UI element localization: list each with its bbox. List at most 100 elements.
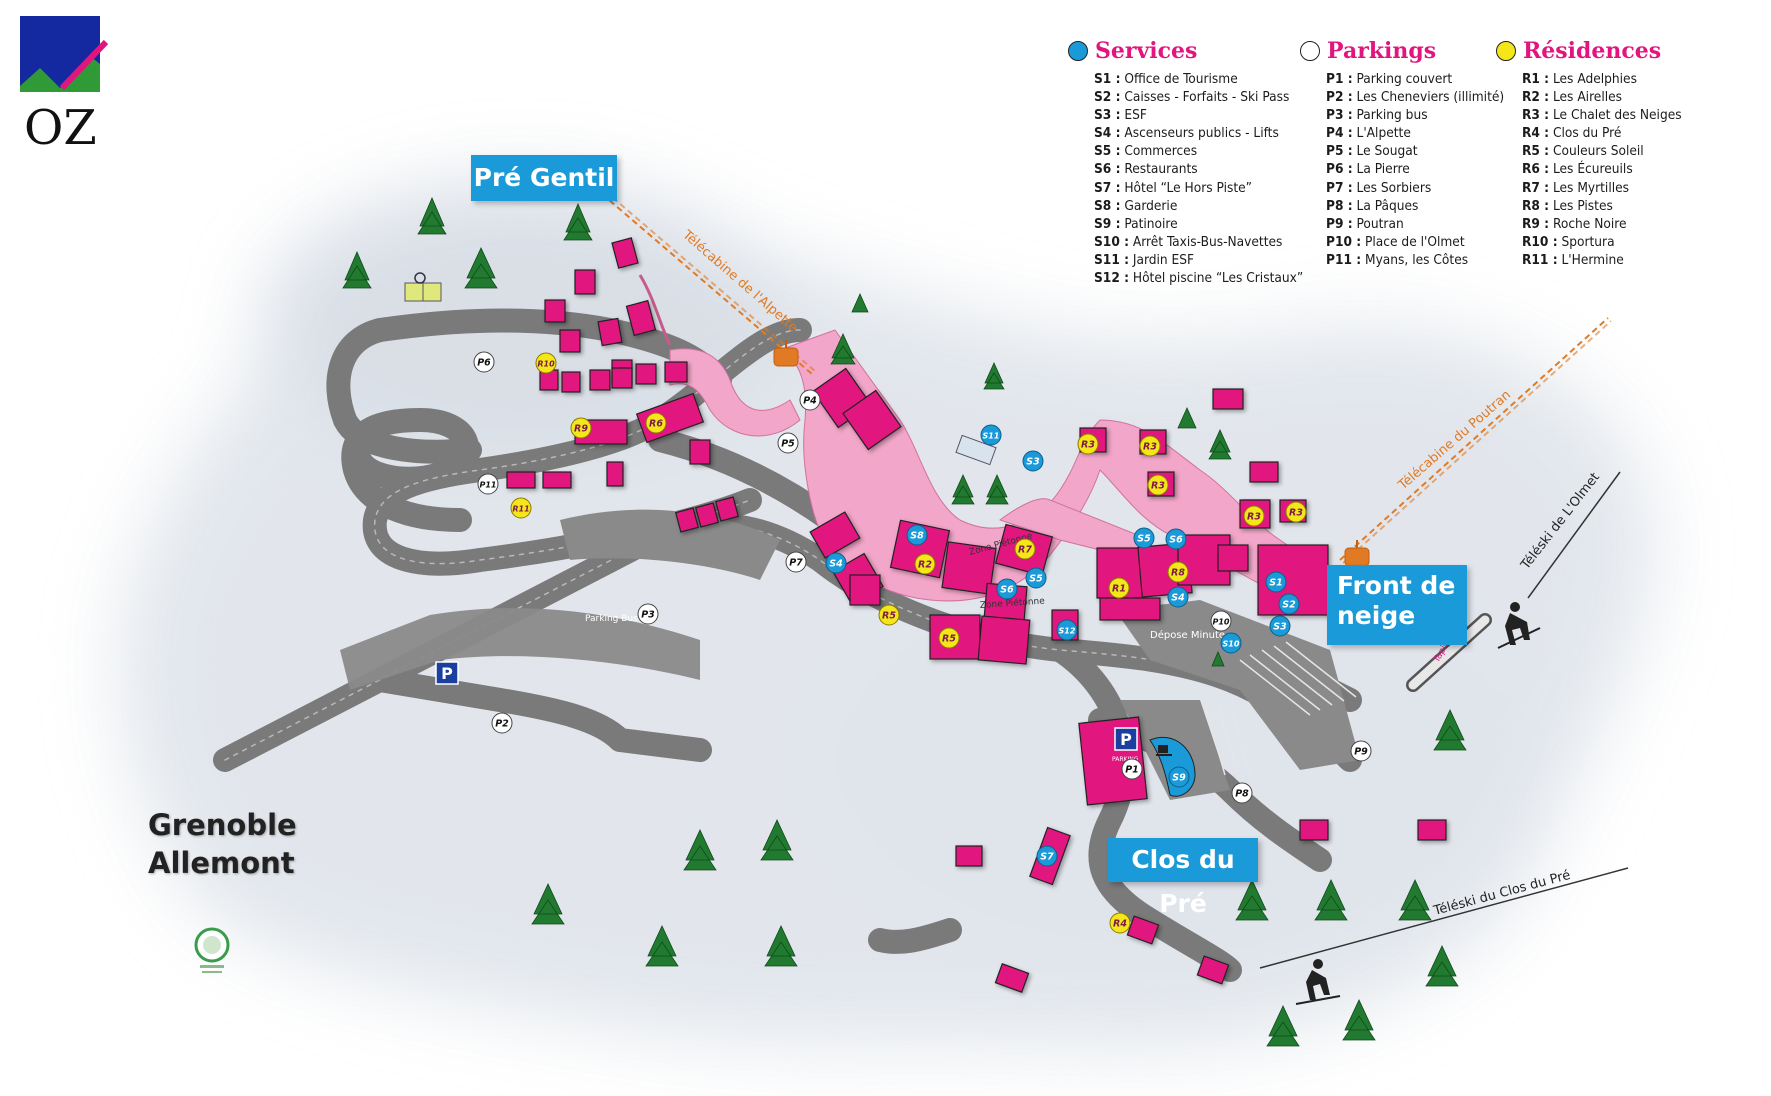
service-marker-s5b[interactable]: S5 xyxy=(1025,567,1047,589)
parking-marker-circle xyxy=(1210,610,1232,632)
legend-code: R3 : xyxy=(1522,107,1550,124)
city-line2: Allemont xyxy=(148,846,295,880)
residence-marker-r1[interactable]: R1 xyxy=(1108,577,1130,599)
legend-label: Poutran xyxy=(1352,215,1404,232)
residence-marker-circle xyxy=(1077,433,1099,455)
service-marker-s1[interactable]: S1 xyxy=(1265,571,1287,593)
service-marker-s8[interactable]: S8 xyxy=(906,524,928,546)
parking-p1-symbol: P xyxy=(1120,730,1132,749)
parking-marker-p11[interactable]: P11 xyxy=(477,473,499,495)
legend-label: Arrêt Taxis-Bus-Navettes xyxy=(1128,233,1283,250)
residence-marker-r11[interactable]: R11 xyxy=(510,497,532,519)
legend-item: S3 : ESF xyxy=(1094,106,1303,124)
residence-marker-r3a[interactable]: R3 xyxy=(1077,433,1099,455)
service-marker-s4b[interactable]: S4 xyxy=(1167,586,1189,608)
service-marker-s5a[interactable]: S5 xyxy=(1133,527,1155,549)
legend-code: S11 : xyxy=(1094,251,1129,268)
legend-item: P1 : Parking couvert xyxy=(1326,70,1504,88)
parking-marker-circle xyxy=(799,389,821,411)
residence-marker-label: R3 xyxy=(1143,442,1157,453)
legend-label: Parking couvert xyxy=(1352,71,1453,87)
service-marker-s4a[interactable]: S4 xyxy=(825,552,847,574)
service-marker-s6b[interactable]: S6 xyxy=(996,578,1018,600)
legend-item: R1 : Les Adelphies xyxy=(1522,70,1682,88)
area-sign-front-de-neige: Front de neige xyxy=(1327,565,1467,645)
parking-marker-p2[interactable]: P2 xyxy=(491,712,513,734)
parking-marker-label: P9 xyxy=(1354,747,1368,758)
area-name: neige xyxy=(1337,601,1416,630)
service-marker-s10[interactable]: S10 xyxy=(1220,632,1242,654)
legend-code: P3 : xyxy=(1326,107,1353,124)
residence-marker-circle xyxy=(510,497,532,519)
legend-item: P2 : Les Cheneviers (illimité) xyxy=(1326,88,1504,106)
legend-item: S2 : Caisses - Forfaits - Ski Pass xyxy=(1094,88,1303,106)
legend-code: S8 : xyxy=(1094,197,1121,214)
parking-marker-circle xyxy=(491,712,513,734)
legend-code: S2 : xyxy=(1094,89,1121,106)
residence-marker-r5b[interactable]: R5 xyxy=(938,627,960,649)
parking-marker-p4[interactable]: P4 xyxy=(799,389,821,411)
legend-label: Les Airelles xyxy=(1549,89,1623,106)
service-marker-s3a[interactable]: S3 xyxy=(1022,450,1044,472)
residence-marker-r3d[interactable]: R3 xyxy=(1243,505,1265,527)
residence-marker-label: R4 xyxy=(1113,919,1127,930)
service-marker-s12[interactable]: S12 xyxy=(1056,619,1078,641)
service-marker-circle xyxy=(1036,845,1058,867)
legend-item: P5 : Le Sougat xyxy=(1326,142,1504,160)
parking-bus-label: Parking Bus xyxy=(585,614,638,624)
legend-label: La Pierre xyxy=(1352,161,1410,178)
parking-marker-p6[interactable]: P6 xyxy=(473,351,495,373)
residence-marker-r3c[interactable]: R3 xyxy=(1147,474,1169,496)
residence-marker-r10[interactable]: R10 xyxy=(535,352,557,374)
legend-title: Résidences xyxy=(1523,38,1662,64)
legend-label: Le Sougat xyxy=(1352,143,1418,160)
service-marker-circle xyxy=(1167,586,1189,608)
parking-marker-p10[interactable]: P10 xyxy=(1210,610,1232,632)
parking-marker-label: P7 xyxy=(789,558,803,569)
service-marker-circle xyxy=(1165,528,1187,550)
service-marker-s9[interactable]: S9 xyxy=(1168,766,1190,788)
legend-code: R2 : xyxy=(1522,89,1550,106)
residence-marker-r2[interactable]: R2 xyxy=(914,553,936,575)
service-marker-s6a[interactable]: S6 xyxy=(1165,528,1187,550)
parking-marker-p5[interactable]: P5 xyxy=(777,432,799,454)
legend-header: Services xyxy=(1068,36,1303,66)
service-marker-s11[interactable]: S11 xyxy=(980,424,1002,446)
residence-marker-r4[interactable]: R4 xyxy=(1109,912,1131,934)
parking-marker-p7[interactable]: P7 xyxy=(785,551,807,573)
residence-marker-r3b[interactable]: R3 xyxy=(1139,435,1161,457)
residence-marker-r3e[interactable]: R3 xyxy=(1285,501,1307,523)
legend-code: R10 : xyxy=(1522,233,1558,250)
residence-marker-r5a[interactable]: R5 xyxy=(878,604,900,626)
legend-label: Parking bus xyxy=(1352,107,1428,124)
legend-label: Commerces xyxy=(1120,143,1198,160)
legend-code: R9 : xyxy=(1522,215,1550,232)
service-marker-s2[interactable]: S2 xyxy=(1278,593,1300,615)
parking-marker-p9[interactable]: P9 xyxy=(1350,740,1372,762)
residence-marker-label: R1 xyxy=(1112,584,1126,595)
service-marker-s7[interactable]: S7 xyxy=(1036,845,1058,867)
legend-item: P4 : L'Alpette xyxy=(1326,124,1504,142)
residence-marker-r9[interactable]: R9 xyxy=(570,417,592,439)
residence-marker-r7[interactable]: R7 xyxy=(1014,538,1036,560)
legend-label: Office de Tourisme xyxy=(1120,71,1238,87)
tapis xyxy=(1406,613,1492,692)
parking-marker-label: P3 xyxy=(641,610,655,621)
residence-marker-r6[interactable]: R6 xyxy=(645,412,667,434)
legend-code: R5 : xyxy=(1522,143,1550,160)
service-marker-s3b[interactable]: S3 xyxy=(1269,615,1291,637)
legend-title: Services xyxy=(1095,38,1198,64)
legend-item: R3 : Le Chalet des Neiges xyxy=(1522,106,1682,124)
parking-marker-label: P4 xyxy=(803,396,817,407)
parking-marker-p1[interactable]: P1 xyxy=(1121,758,1143,780)
legend-code: S3 : xyxy=(1094,107,1121,124)
residence-marker-r8[interactable]: R8 xyxy=(1167,561,1189,583)
parking-marker-p3[interactable]: P3 xyxy=(637,603,659,625)
service-marker-circle xyxy=(1056,619,1078,641)
parking-marker-p8[interactable]: P8 xyxy=(1231,782,1253,804)
service-marker-label: S7 xyxy=(1040,852,1054,863)
